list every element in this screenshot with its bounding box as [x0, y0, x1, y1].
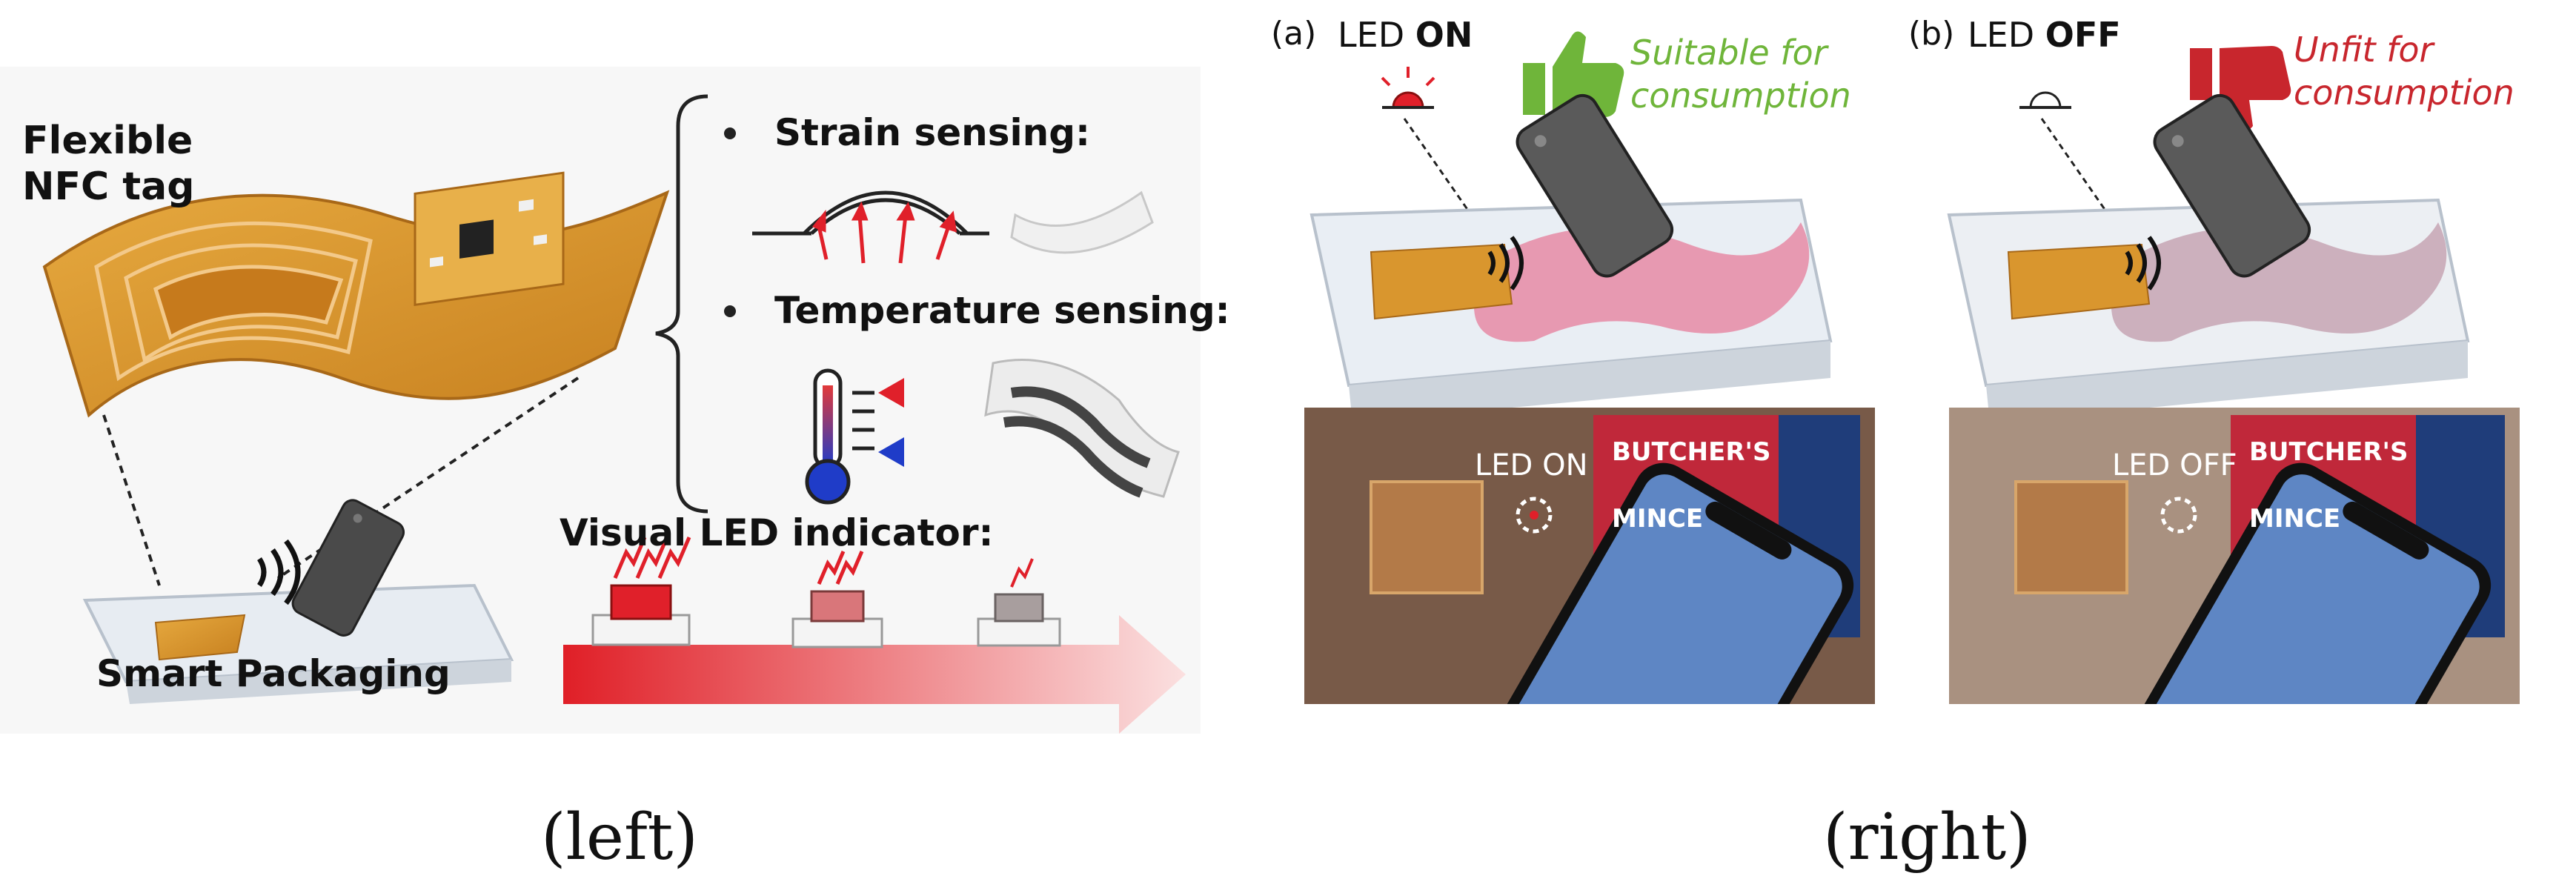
- panel-b-led-prefix: LED: [1968, 15, 2035, 55]
- package-brand-a: BUTCHER'S: [1612, 437, 1771, 467]
- panel-b-photo-led-label: LED OFF: [2112, 448, 2237, 482]
- left-panel: [0, 67, 1201, 734]
- thumbs-up-icon: [1523, 31, 1624, 117]
- panel-a-photo-led-label: LED ON: [1475, 448, 1587, 482]
- temperature-sensing-label: Temperature sensing:: [774, 289, 1230, 332]
- photo-b: [1949, 408, 2520, 704]
- panel-b-illustration: [1947, 46, 2520, 704]
- panel-b-led-state: OFF: [2045, 15, 2121, 55]
- panel-b-verdict-line1: Unfit for: [2294, 30, 2434, 70]
- tray-a: [1309, 198, 1833, 422]
- panel-a-led-label: LED ON: [1338, 15, 1473, 55]
- led-off-icon: [2019, 91, 2071, 109]
- panel-b-photo-led-prefix: LED: [2112, 448, 2171, 482]
- panel-b-photo-led-state: OFF: [2180, 448, 2237, 482]
- led-indicator-label: Visual LED indicator:: [560, 511, 994, 554]
- package-brand-b: BUTCHER'S: [2249, 437, 2409, 467]
- panel-b-verdict-line2: consumption: [2294, 73, 2514, 113]
- panel-b-letter: (b): [1908, 15, 1955, 53]
- nfc-tag-label-line1: Flexible: [22, 119, 193, 163]
- panel-b-led-label: LED OFF: [1968, 15, 2121, 55]
- nfc-waves-icon: [1487, 236, 1524, 291]
- phone-icon: [291, 499, 405, 637]
- led-on-medium-icon: [791, 551, 883, 648]
- panel-a-letter: (a): [1271, 15, 1317, 53]
- bracket: [655, 94, 708, 514]
- package-product-b: MINCE: [2249, 504, 2341, 534]
- photo-a: [1304, 408, 1875, 704]
- smart-packaging-label: Smart Packaging: [96, 652, 451, 695]
- panel-a-verdict-line2: consumption: [1630, 76, 1851, 116]
- panel-a-photo-led-state: ON: [1542, 448, 1588, 482]
- panel-a-led-state: ON: [1415, 15, 1473, 55]
- strain-sensing-label: Strain sensing:: [774, 111, 1091, 154]
- temperature-sensor-flex-icon: [984, 359, 1180, 498]
- panel-a-illustration: [1304, 31, 1875, 704]
- package-product-a: MINCE: [1612, 504, 1704, 534]
- led-on-icon: [1381, 67, 1435, 109]
- led-on-bright-icon: [591, 537, 691, 646]
- caption-right: (right): [1823, 800, 2031, 875]
- nfc-tag-label-line2: NFC tag: [22, 165, 195, 209]
- left-panel-illustration: [0, 67, 1201, 734]
- panel-a: [1267, 7, 1890, 704]
- panel-b: [1905, 7, 2542, 704]
- nfc-waves-icon: [2125, 236, 2161, 291]
- phone-icon: [1516, 93, 1674, 278]
- panel-a-led-prefix: LED: [1338, 15, 1405, 55]
- thermometer-icon: [805, 368, 904, 505]
- panel-a-verdict-line1: Suitable for: [1630, 33, 1828, 73]
- strain-icon: [752, 190, 1154, 264]
- tray-b: [1947, 198, 2470, 422]
- caption-left: (left): [541, 800, 698, 875]
- phone-icon: [2153, 93, 2311, 278]
- panel-a-photo-led-prefix: LED: [1475, 448, 1533, 482]
- nfc-waves-icon: [256, 539, 301, 605]
- led-dim-icon: [977, 558, 1061, 647]
- led-indicator-arrow: [563, 537, 1186, 734]
- nfc-tag-icon: [42, 171, 670, 418]
